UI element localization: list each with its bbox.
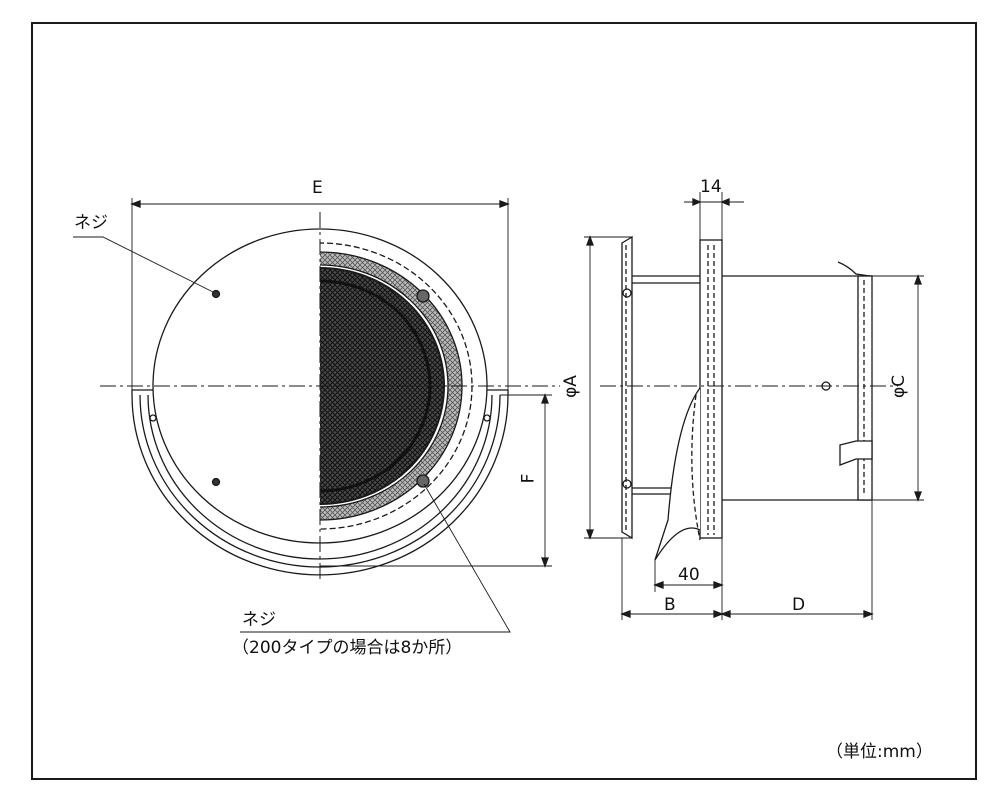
screw-icon xyxy=(211,289,221,299)
unit-label: （単位:mm） xyxy=(826,742,933,762)
dim-label-phi-a: φA xyxy=(560,375,581,398)
dim-label-f: F xyxy=(518,473,539,484)
screw-icon xyxy=(416,474,430,488)
side-view xyxy=(584,192,924,620)
dim-label-d: D xyxy=(792,595,806,615)
screw-note: （200タイプの場合は8か所） xyxy=(232,638,463,658)
dim-label-phi-c: φC xyxy=(889,374,910,399)
dim-label-e: E xyxy=(312,178,323,198)
screw-label-bottom: ネジ xyxy=(242,610,276,630)
screw-icon xyxy=(416,289,430,303)
screw-icon xyxy=(211,477,221,487)
dim-label-14: 14 xyxy=(700,177,722,197)
dim-label-40: 40 xyxy=(678,565,700,585)
front-view xyxy=(73,198,560,633)
screw-label-top: ネジ xyxy=(74,213,108,233)
dim-label-b: B xyxy=(664,595,676,615)
